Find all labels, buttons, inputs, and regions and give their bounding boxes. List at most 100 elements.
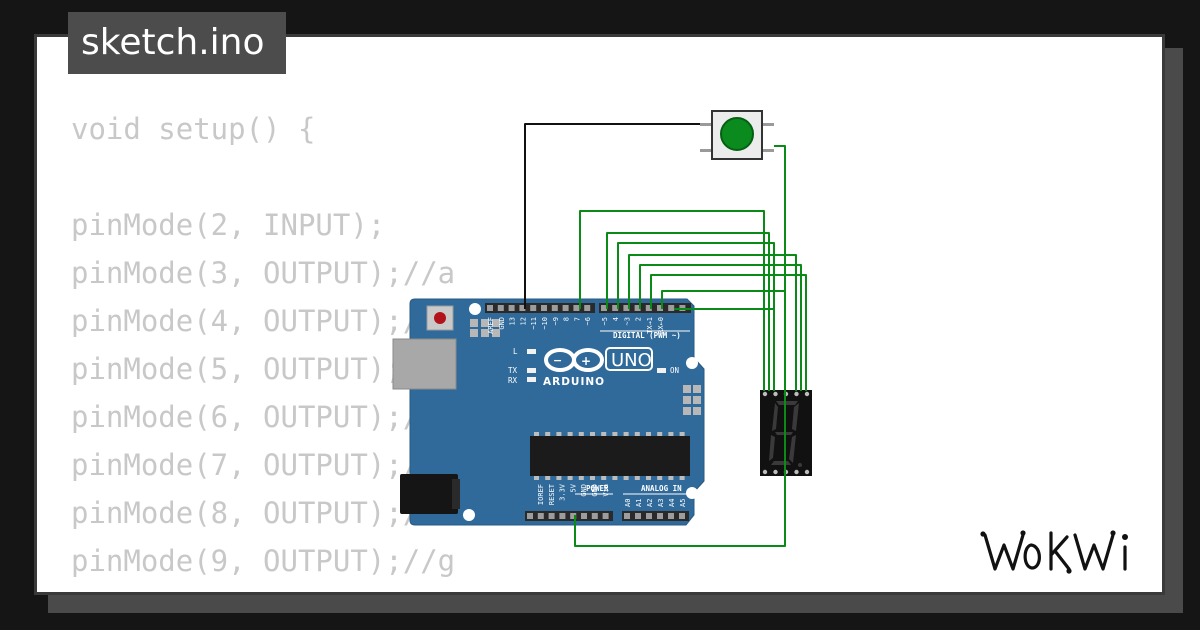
pin-label: 8: [563, 317, 571, 321]
analog-header[interactable]: [622, 511, 689, 521]
pin-label: 5V: [569, 483, 577, 492]
header-pin[interactable]: [530, 305, 537, 311]
pin-label: ~10: [541, 317, 549, 330]
wire-pin2[interactable]: [661, 290, 785, 309]
code-line: pinMode(3, OUTPUT);//a: [71, 256, 456, 290]
wire-pin3[interactable]: [650, 274, 807, 391]
wire-pin7[interactable]: [606, 232, 770, 391]
header-pin[interactable]: [573, 305, 580, 311]
mounting-hole: [463, 509, 475, 521]
digital-label: DIGITAL (PWM ~): [613, 331, 681, 340]
led-on-icon: [657, 368, 666, 373]
pin-label: ~5: [601, 317, 609, 325]
header-pin[interactable]: [551, 305, 558, 311]
pin-label: ~3: [623, 317, 631, 325]
header-pin[interactable]: [584, 305, 591, 311]
code-line: pinMode(4, OUTPUT);//b: [71, 304, 456, 338]
wire-pin5[interactable]: [628, 254, 797, 391]
pin-label: 4: [612, 317, 620, 321]
arduino-infinity-icon: [544, 348, 604, 372]
pushbutton-cap[interactable]: [720, 117, 754, 151]
preview-card: void setup() { pinMode(2, INPUT); pinMode(…: [34, 34, 1165, 595]
header-pin[interactable]: [635, 513, 641, 519]
header-pin[interactable]: [487, 305, 493, 311]
file-tab[interactable]: sketch.ino: [68, 12, 286, 74]
reset-button-cap[interactable]: [434, 312, 446, 324]
header-pin[interactable]: [541, 305, 547, 311]
header-pin[interactable]: [527, 513, 533, 519]
header-pin[interactable]: [646, 513, 652, 519]
header-pin[interactable]: [645, 305, 652, 311]
usb-connector: [392, 338, 457, 390]
digital-pin-row[interactable]: [487, 305, 686, 311]
pin-label: TX→1: [646, 317, 654, 334]
power-label: POWER: [586, 484, 609, 493]
pin-label: A3: [657, 499, 665, 507]
wire-gnd-button[interactable]: [524, 123, 700, 309]
atmega-chip: [530, 436, 690, 476]
pin-label: A1: [635, 499, 643, 507]
pin-label: IOREF: [537, 484, 545, 505]
header-pin[interactable]: [668, 513, 674, 519]
icsp-header: [470, 319, 500, 337]
digital-header-right[interactable]: [599, 303, 691, 313]
header-pin[interactable]: [581, 513, 587, 519]
header-pin[interactable]: [537, 513, 544, 519]
wire-5v-button[interactable]: [574, 145, 786, 547]
pin-label: RX←0: [657, 317, 665, 334]
header-pin[interactable]: [624, 513, 630, 519]
icsp-header-right: [683, 385, 701, 415]
mounting-hole: [686, 357, 698, 369]
header-pin[interactable]: [679, 513, 685, 519]
header-pin[interactable]: [548, 513, 555, 519]
header-pin[interactable]: [562, 305, 569, 311]
wire-pin4[interactable]: [639, 264, 802, 391]
header-pin[interactable]: [601, 305, 607, 311]
code-line: pinMode(2, INPUT);: [71, 208, 386, 242]
header-pin[interactable]: [508, 305, 515, 311]
brand-label: ARDUINO: [543, 376, 605, 388]
pin-label: ~11: [530, 317, 538, 330]
digital-header-left[interactable]: [485, 303, 595, 313]
header-pin[interactable]: [657, 305, 663, 311]
code-line: void setup() {: [71, 112, 316, 146]
header-pin[interactable]: [668, 305, 675, 311]
pin-label: 7: [573, 317, 581, 321]
power-header[interactable]: [525, 511, 613, 521]
uno-badge: [605, 347, 653, 371]
wokwi-logo: [980, 530, 1128, 574]
pin-label: A4: [668, 499, 676, 507]
pin-label: ~6: [584, 317, 592, 325]
header-pin[interactable]: [559, 513, 566, 519]
wires[interactable]: [524, 123, 807, 547]
header-pin[interactable]: [634, 305, 641, 311]
header-pin[interactable]: [570, 513, 577, 519]
pin-label: A5: [679, 499, 687, 507]
wire-pin9[interactable]: [579, 210, 765, 391]
code-editor[interactable]: void setup() { pinMode(2, INPUT); pinMode(…: [71, 105, 456, 592]
header-pin[interactable]: [612, 305, 619, 311]
header-pin[interactable]: [591, 513, 598, 519]
wire-pin6[interactable]: [617, 242, 775, 391]
pin-label: 12: [519, 317, 527, 325]
led-tx-icon: [527, 368, 536, 373]
pin-label: A2: [646, 499, 654, 507]
header-pin[interactable]: [497, 305, 504, 311]
header-pin[interactable]: [657, 513, 663, 519]
pin-label: AREF: [487, 317, 495, 334]
svg-text:−: −: [553, 354, 562, 367]
pushbutton[interactable]: [700, 110, 774, 160]
led-tx-label: TX: [508, 366, 518, 375]
header-pin[interactable]: [623, 305, 630, 311]
pin-label: A0: [624, 499, 632, 507]
pin-label: Vin: [602, 484, 610, 497]
header-pin[interactable]: [602, 513, 609, 519]
pin-label: RESET: [548, 483, 556, 505]
led-rx-icon: [527, 377, 536, 382]
header-pin[interactable]: [519, 305, 526, 311]
